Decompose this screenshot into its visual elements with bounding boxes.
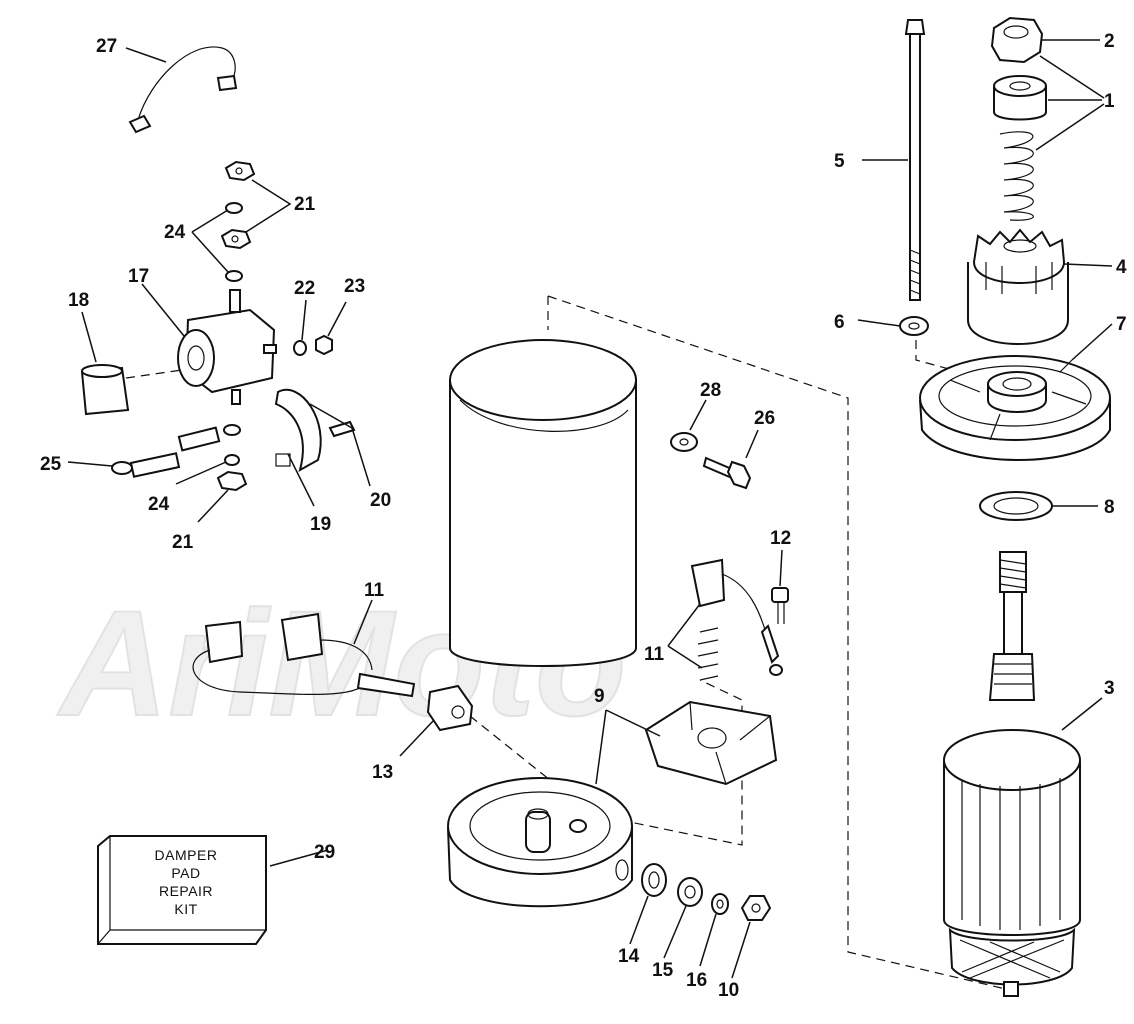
part-29-damper-kit-box: DAMPER PAD REPAIR KIT <box>97 835 267 945</box>
kit-label-line-3: REPAIR <box>159 883 213 899</box>
part-lower-end-cap <box>447 777 633 908</box>
callout-11-right: 11 <box>644 644 665 665</box>
callout-26: 26 <box>754 408 775 429</box>
kit-label-line-4: KIT <box>174 901 197 917</box>
callout-20: 20 <box>370 490 391 511</box>
callout-3: 3 <box>1104 678 1115 699</box>
part-2-pinion-nut <box>990 16 1044 64</box>
part-11-brush-set-right <box>690 558 789 681</box>
callout-16: 16 <box>686 970 707 991</box>
callout-2: 2 <box>1104 31 1115 52</box>
part-17-solenoid <box>177 289 277 405</box>
callout-7: 7 <box>1116 314 1127 335</box>
part-7-drive-end-head <box>919 355 1111 461</box>
leader-lines <box>67 39 1113 979</box>
kit-label-line-1: DAMPER <box>155 847 218 863</box>
callout-23: 23 <box>344 276 365 297</box>
kit-label-line-2: PAD <box>171 865 200 881</box>
part-4-drive-assembly <box>967 228 1069 345</box>
part-27-cable <box>128 46 238 134</box>
callout-28: 28 <box>700 380 721 401</box>
callout-11-left: 11 <box>364 580 385 601</box>
callout-22: 22 <box>294 278 315 299</box>
part-1-spring-set <box>993 75 1047 221</box>
part-18-boot <box>80 364 130 416</box>
part-5-thru-bolt <box>904 19 926 301</box>
callout-29: 29 <box>314 842 335 863</box>
callout-24-lower: 24 <box>148 494 170 515</box>
callout-15: 15 <box>652 960 674 981</box>
callout-25: 25 <box>40 454 62 475</box>
part-6-washer <box>899 316 929 336</box>
callout-10: 10 <box>718 980 739 1001</box>
callout-27: 27 <box>96 36 117 57</box>
part-8-thrust-washer <box>979 491 1053 521</box>
part-9-brush-holder <box>644 700 778 786</box>
callout-5: 5 <box>834 151 845 172</box>
callout-19: 19 <box>310 514 331 535</box>
callout-12: 12 <box>770 528 791 549</box>
part-26-28-bolt-washer <box>670 432 752 490</box>
callout-1: 1 <box>1104 91 1115 112</box>
callout-8: 8 <box>1104 497 1115 518</box>
callout-18: 18 <box>68 290 89 311</box>
part-19-20-strap-screw <box>274 388 356 473</box>
part-13-bracket <box>426 684 474 732</box>
part-21-24-upper-fasteners <box>220 160 256 282</box>
part-25-lead-and-lower-fasteners <box>111 424 248 492</box>
callout-4: 4 <box>1116 257 1127 278</box>
callout-labels: 2 1 5 4 6 7 8 3 27 21 24 17 18 22 23 25 … <box>40 31 1127 1001</box>
callout-13: 13 <box>372 762 393 783</box>
callout-24-upper: 24 <box>164 222 186 243</box>
part-frame-housing <box>449 339 637 667</box>
part-3-armature <box>943 551 1081 997</box>
callout-21-lower: 21 <box>172 532 194 553</box>
callout-14: 14 <box>618 946 640 967</box>
part-14-15-16-10-terminal-hardware <box>641 863 772 921</box>
callout-17: 17 <box>128 266 149 287</box>
callout-6: 6 <box>834 312 845 333</box>
part-22-23-small-hardware <box>293 334 333 356</box>
part-11-brush-set-left <box>192 612 416 698</box>
callout-21-upper: 21 <box>294 194 316 215</box>
callout-9: 9 <box>594 686 605 707</box>
